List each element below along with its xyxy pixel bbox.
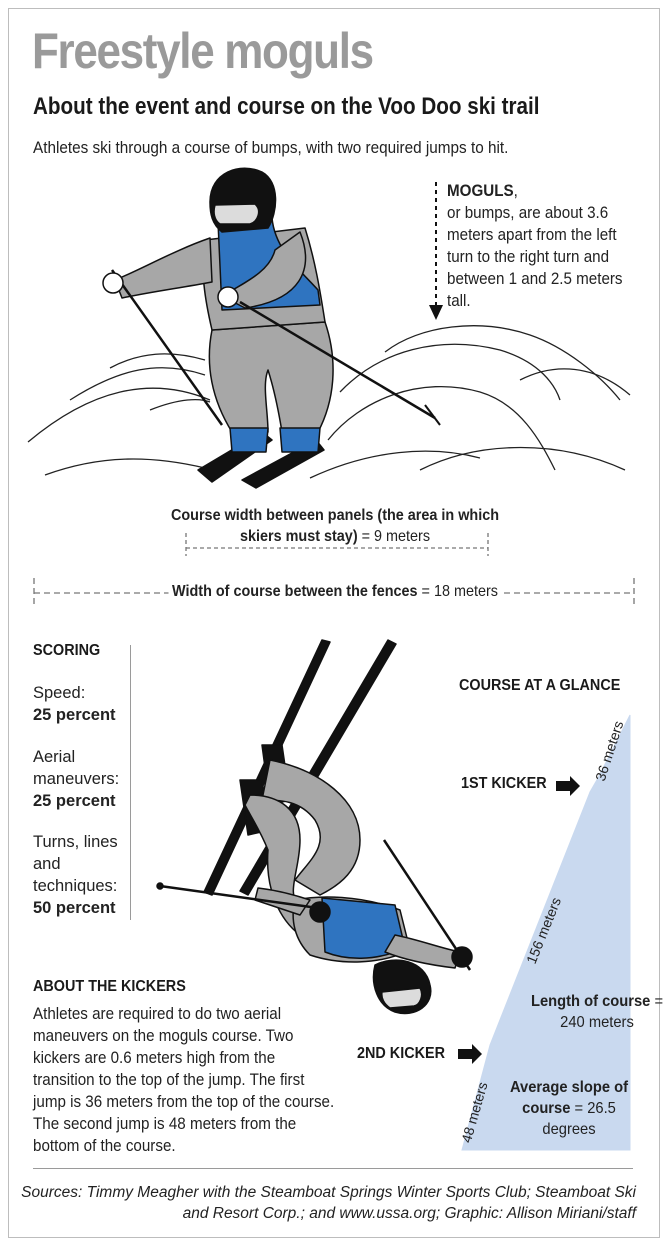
panels-dimension bbox=[185, 533, 489, 556]
kicker-2-label: 2ND KICKER bbox=[357, 1045, 446, 1062]
kicker-1-arrow bbox=[556, 776, 580, 796]
mogul-bump bbox=[309, 450, 481, 479]
scoring-label: Speed: bbox=[33, 684, 86, 702]
goggles bbox=[213, 203, 260, 225]
mogul-bump bbox=[69, 367, 206, 401]
ski-pole bbox=[239, 300, 436, 420]
fences-label: Width of course between the fences bbox=[172, 583, 418, 600]
border-frame bbox=[8, 8, 660, 1238]
skier-moguls-illustration bbox=[102, 167, 441, 489]
scoring-value: 25 percent bbox=[33, 792, 116, 810]
scoring-item-aerials: Aerial maneuvers: 25 percent bbox=[33, 746, 133, 812]
moguls-description: or bumps, are about 3.6 meters apart fro… bbox=[447, 204, 623, 310]
pole-basket bbox=[424, 404, 441, 426]
course-profile-shape bbox=[461, 714, 631, 1151]
scoring-value: 50 percent bbox=[33, 899, 116, 917]
skier-arm bbox=[384, 934, 461, 969]
scoring-heading: SCORING bbox=[33, 642, 101, 659]
glove bbox=[309, 901, 331, 923]
skier-arm bbox=[114, 237, 213, 299]
sources-credit: Sources: Timmy Meagher with the Steamboa… bbox=[21, 1184, 636, 1222]
skier-legs bbox=[208, 321, 334, 433]
skier-arm bbox=[254, 887, 311, 916]
footer-divider bbox=[33, 1168, 633, 1169]
mogul-bump bbox=[327, 385, 556, 471]
course-slope-stat: Average slope of course = 26.5 degrees bbox=[500, 1077, 638, 1140]
mogul-bump bbox=[384, 325, 621, 401]
mogul-bump bbox=[339, 343, 561, 401]
mogul-bumps bbox=[27, 325, 631, 479]
scoring-label: Turns, lines and techniques: bbox=[33, 833, 118, 895]
ski-pole bbox=[159, 884, 319, 910]
glove bbox=[451, 946, 473, 968]
mogul-bump bbox=[27, 387, 211, 443]
kickers-heading: ABOUT THE KICKERS bbox=[33, 978, 186, 995]
kicker-1-label: 1ST KICKER bbox=[461, 775, 547, 792]
skier-legs bbox=[261, 759, 361, 896]
moguls-heading: MOGULS bbox=[447, 182, 514, 200]
scoring-value: 25 percent bbox=[33, 706, 116, 724]
ski-boot bbox=[229, 427, 269, 453]
page-subtitle: About the event and course on the Voo Do… bbox=[33, 93, 540, 120]
panels-callout: Course width between panels (the area in… bbox=[169, 505, 502, 547]
fences-callout: Width of course between the fences = 18 … bbox=[168, 583, 502, 601]
scoring-item-speed: Speed: 25 percent bbox=[33, 682, 143, 726]
mogul-bump bbox=[419, 446, 626, 471]
kicker-2-arrow bbox=[458, 1044, 482, 1064]
course-slope-label: Average slope of course bbox=[509, 1079, 629, 1117]
scoring-divider bbox=[130, 645, 131, 920]
skier-aerial-illustration bbox=[156, 639, 473, 1015]
course-slope-value: = 26.5 degrees bbox=[542, 1100, 616, 1138]
fences-value: = 18 meters bbox=[421, 583, 498, 600]
mogul-bump bbox=[44, 458, 206, 476]
mogul-bump bbox=[519, 368, 631, 396]
kickers-description: Athletes are required to do two aerial m… bbox=[33, 1005, 335, 1155]
skier-arm bbox=[221, 231, 307, 309]
moguls-pointer-arrow bbox=[429, 305, 443, 320]
intro-text: Athletes ski through a course of bumps, … bbox=[33, 138, 509, 157]
glove bbox=[102, 272, 124, 294]
course-length-label: Length of course bbox=[530, 993, 651, 1010]
moguls-callout: MOGULS, or bumps, are about 3.6 meters a… bbox=[447, 180, 631, 312]
scoring-item-turns: Turns, lines and techniques: 50 percent bbox=[33, 831, 125, 919]
ski-boot bbox=[279, 427, 321, 453]
pole-tip bbox=[156, 882, 164, 890]
ski-pole bbox=[110, 269, 224, 426]
mogul-bump bbox=[109, 353, 206, 369]
course-length-stat: Length of course = 240 meters bbox=[528, 991, 666, 1033]
panels-value: = 9 meters bbox=[361, 528, 431, 545]
goggles bbox=[381, 987, 423, 1009]
mogul-bump bbox=[149, 398, 211, 411]
moguls-heading-punct: , bbox=[513, 182, 518, 200]
panels-label: Course width between panels (the area in… bbox=[170, 507, 500, 545]
scoring-label: Aerial maneuvers: bbox=[33, 748, 120, 788]
glance-heading: COURSE AT A GLANCE bbox=[459, 677, 621, 694]
page-title: Freestyle moguls bbox=[32, 23, 374, 79]
course-length-value: = 240 meters bbox=[560, 993, 664, 1031]
glove bbox=[217, 286, 239, 308]
